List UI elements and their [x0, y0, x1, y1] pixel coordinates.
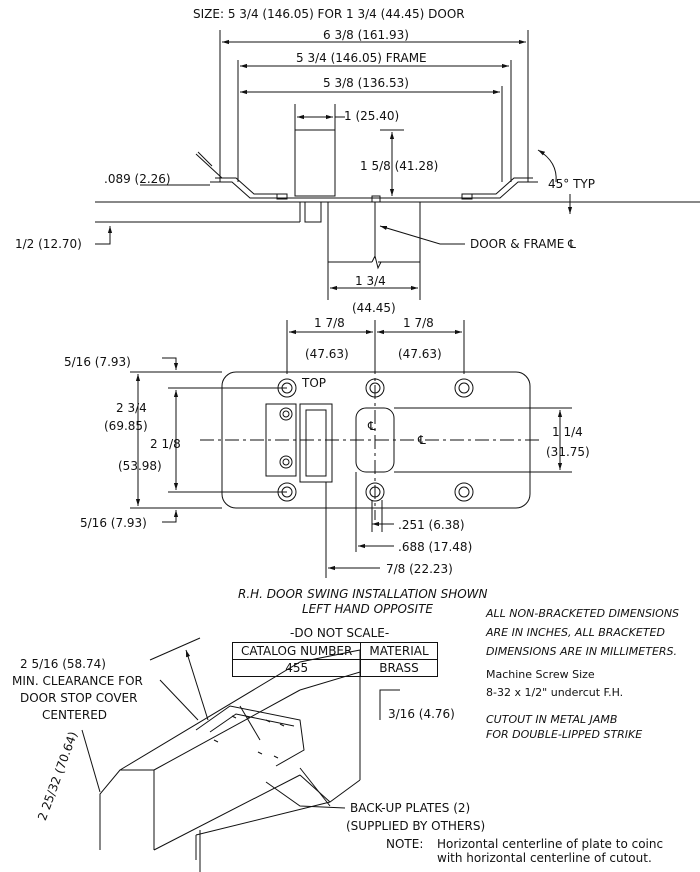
table-cell: 455 [231, 659, 362, 677]
screw-note-1: Machine Screw Size [486, 668, 595, 681]
dim-height-inner-mm: (53.98) [118, 459, 162, 473]
clearance-dim: 2 5/16 (58.74) [20, 657, 106, 671]
dim-right-half: 1 7/8 [403, 316, 434, 330]
plate-view [130, 320, 572, 578]
size-label: SIZE: 5 3/4 (146.05) FOR 1 3/4 (44.45) D… [193, 7, 465, 21]
dim-inner: 5 3/8 (136.53) [323, 76, 409, 90]
dim-door-mm: (44.45) [352, 301, 396, 315]
dim-edge-top: 5/16 (7.93) [64, 355, 131, 369]
clearance-label-2: DOOR STOP COVER [20, 691, 138, 705]
dim-one: 1 (25.40) [344, 109, 400, 123]
cutout-note-2: FOR DOUBLE-LIPPED STRIKE [486, 728, 643, 741]
units-note-2: ARE IN INCHES, ALL BRACKETED [486, 626, 665, 639]
dim-height-outer: 2 3/4 [116, 401, 147, 415]
note-line-1: Horizontal centerline of plate to coinc [437, 837, 664, 851]
door-frame-centerline: DOOR & FRAME ℄ [470, 237, 576, 251]
note-line-2: with horizontal centerline of cutout. [437, 851, 652, 865]
centerline-mark: ℄ [368, 419, 376, 433]
swing-note-1: R.H. DOOR SWING INSTALLATION SHOWN [238, 587, 488, 601]
dim-251: .251 (6.38) [398, 518, 465, 532]
table-header: MATERIAL [360, 642, 438, 660]
clearance-label-3: CENTERED [42, 708, 108, 722]
dim-height-outer-mm: (69.85) [104, 419, 148, 433]
note-label: NOTE: [386, 837, 424, 851]
centerline-mark-2: ℄ [418, 433, 426, 447]
backup-label-2: (SUPPLIED BY OTHERS) [346, 819, 486, 833]
dim-right-half-mm: (47.63) [398, 347, 442, 361]
dim-angle: 45° TYP [548, 177, 595, 191]
table-row: 455 BRASS [231, 659, 438, 677]
dim-door: 1 3/4 [355, 274, 386, 288]
section-view [95, 30, 700, 300]
cutout-note-1: CUTOUT IN METAL JAMB [486, 713, 618, 726]
dim-688: .688 (17.48) [398, 540, 473, 554]
dim-cutout-mm: (31.75) [546, 445, 590, 459]
table-header-row: CATALOG NUMBER MATERIAL [231, 642, 438, 660]
units-note-1: ALL NON-BRACKETED DIMENSIONS [486, 607, 680, 620]
screw-note-2: 8-32 x 1/2" undercut F.H. [486, 686, 624, 699]
table-cell: BRASS [360, 659, 438, 677]
dim-left-half-mm: (47.63) [305, 347, 349, 361]
clearance-label-1: MIN. CLEARANCE FOR [12, 674, 143, 688]
dim-cutout: 1 1/4 [552, 425, 583, 439]
do-not-scale: -DO NOT SCALE- [290, 626, 390, 640]
dim-half: 1/2 (12.70) [15, 237, 82, 251]
depth-dim: 3/16 (4.76) [388, 707, 455, 721]
dim-height: 1 5/8 (41.28) [360, 159, 439, 173]
dim-height-inner: 2 1/8 [150, 437, 181, 451]
dim-frame: 5 3/4 (146.05) FRAME [296, 51, 427, 65]
dim-left-half: 1 7/8 [314, 316, 345, 330]
units-note-3: DIMENSIONS ARE IN MILLIMETERS. [486, 645, 678, 658]
backup-label-1: BACK-UP PLATES (2) [350, 801, 471, 815]
dim-overall: 6 3/8 (161.93) [323, 28, 409, 42]
table-header: CATALOG NUMBER [231, 642, 362, 660]
dim-thickness: .089 (2.26) [104, 172, 171, 186]
swing-note-2: LEFT HAND OPPOSITE [302, 602, 434, 616]
dim-78: 7/8 (22.23) [386, 562, 453, 576]
top-label: TOP [302, 376, 327, 390]
catalog-table: CATALOG NUMBER MATERIAL 455 BRASS [231, 642, 438, 677]
dim-edge-bottom: 5/16 (7.93) [80, 516, 147, 530]
